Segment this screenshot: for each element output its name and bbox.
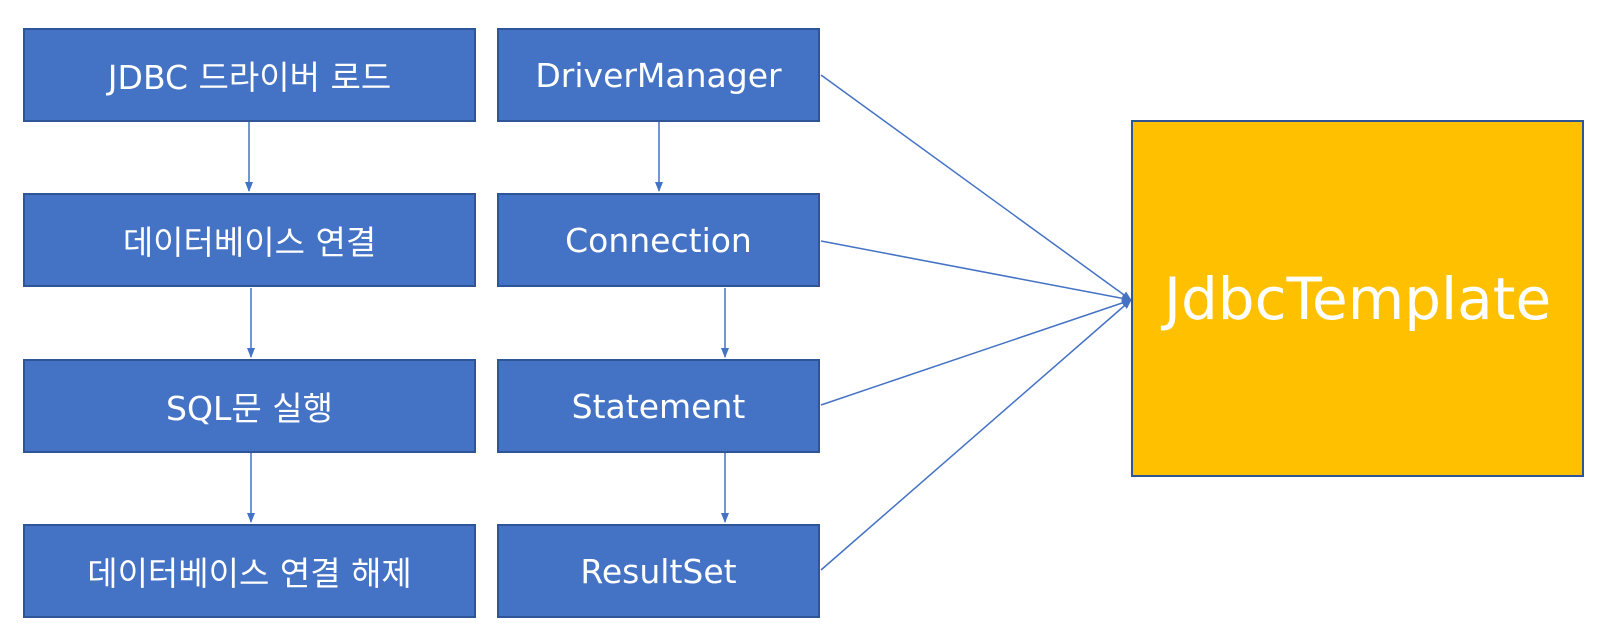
class-drivermanager: DriverManager xyxy=(497,28,820,122)
step-db-disconnect-label: 데이터베이스 연결 해제 xyxy=(87,554,412,593)
step-sql-execute-label: SQL문 실행 xyxy=(166,389,333,428)
arrow-connection-to-jdbctemplate xyxy=(820,240,1132,303)
step-db-disconnect: 데이터베이스 연결 해제 xyxy=(23,524,476,618)
jdbctemplate-box: JdbcTemplate xyxy=(1131,120,1584,477)
class-connection-label: Connection xyxy=(565,220,752,260)
class-drivermanager-label: DriverManager xyxy=(535,55,782,95)
class-connection: Connection xyxy=(497,193,820,287)
step-load-driver-label: JDBC 드라이버 로드 xyxy=(107,58,392,97)
class-statement: Statement xyxy=(497,359,820,453)
step-db-connect: 데이터베이스 연결 xyxy=(23,193,476,287)
step-load-driver: JDBC 드라이버 로드 xyxy=(23,28,476,122)
jdbctemplate-label: JdbcTemplate xyxy=(1163,264,1552,333)
step-db-connect-label: 데이터베이스 연결 xyxy=(122,223,377,262)
class-statement-label: Statement xyxy=(571,386,746,426)
arrow-statement-to-jdbctemplate xyxy=(820,299,1132,406)
arrow-drivermanager-to-jdbctemplate xyxy=(820,74,1132,301)
step-sql-execute: SQL문 실행 xyxy=(23,359,476,453)
class-resultset: ResultSet xyxy=(497,524,820,618)
class-resultset-label: ResultSet xyxy=(580,551,737,591)
arrow-resultset-to-jdbctemplate xyxy=(820,299,1132,571)
